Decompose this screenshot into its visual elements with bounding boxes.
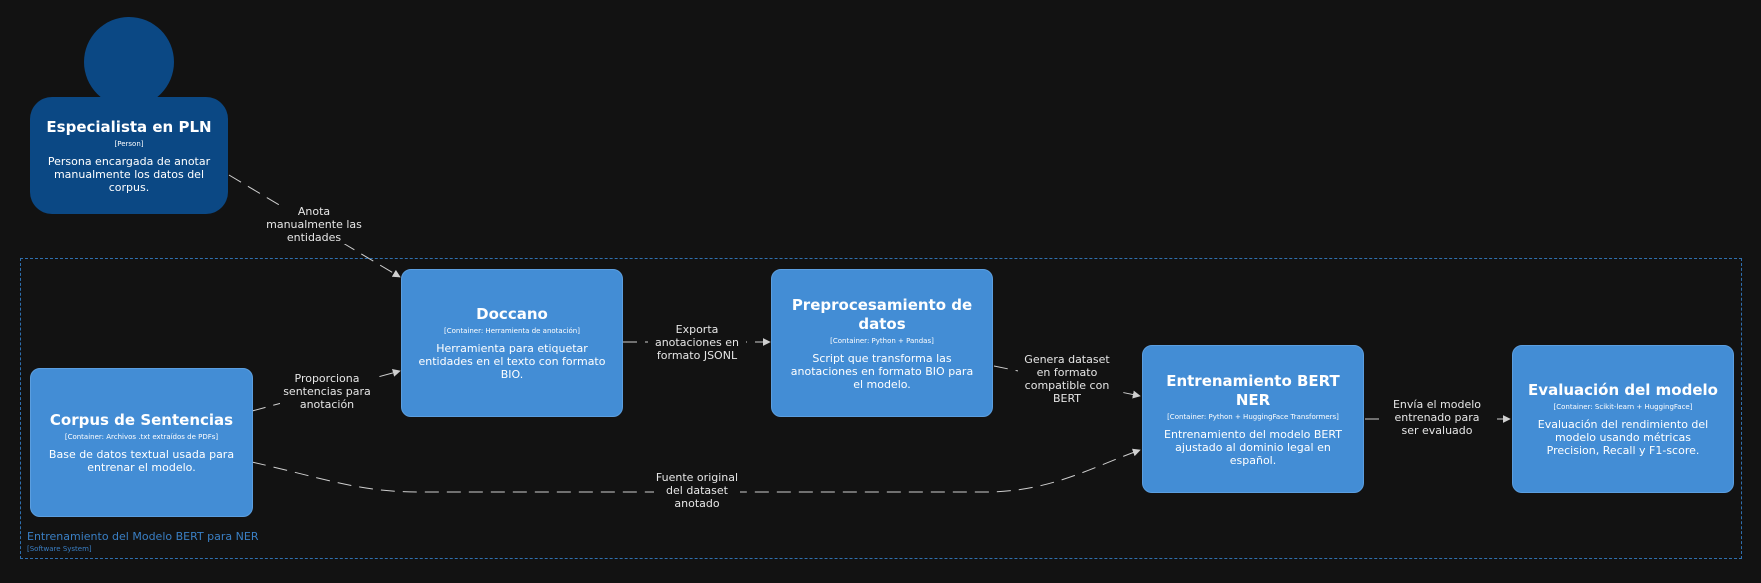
container-entrenamiento[interactable]: Entrenamiento BERT NER [Container: Pytho… [1142,345,1364,493]
container-type: [Container: Herramienta de anotación] [444,327,580,335]
person-type: [Person] [114,139,144,148]
boundary-type: [Software System] [27,545,92,553]
container-description: Base de datos textual usada para entrena… [48,448,235,474]
edge-label-send-model: Envía el modelo entrenado para ser evalu… [1385,398,1489,437]
edge-label-source: Fuente original del dataset anotado [654,471,740,510]
container-name: Entrenamiento BERT NER [1166,371,1340,409]
container-description: Herramienta para etiquetar entidades en … [418,342,606,381]
edge-label-dataset: Genera dataset en formato compatible con… [1018,353,1116,405]
boundary-title: Entrenamiento del Modelo BERT para NER [27,530,259,543]
container-type: [Container: Python + HuggingFace Transfo… [1167,412,1339,421]
container-doccano[interactable]: Doccano [Container: Herramienta de anota… [401,269,623,417]
person-name: Especialista en PLN [46,117,212,136]
container-type: [Container: Archivos .txt extraídos de P… [64,433,219,441]
container-type: [Container: Scikit-learn + HuggingFace] [1553,403,1693,411]
container-name: Doccano [476,305,548,323]
system-boundary [20,258,1742,559]
container-description: Script que transforma las anotaciones en… [790,351,974,391]
edge-label-provides: Proporciona sentencias para anotación [280,372,374,411]
container-type: [Container: Python + Pandas] [830,336,934,345]
container-name: Evaluación del modelo [1528,381,1718,399]
edge-label-export: Exporta anotaciones en formato JSONL [648,323,746,362]
container-corpus[interactable]: Corpus de Sentencias [Container: Archivo… [30,368,253,517]
container-description: Entrenamiento del modelo BERT ajustado a… [1164,427,1342,467]
container-name: Corpus de Sentencias [49,411,234,429]
person-especialista[interactable]: Especialista en PLN [Person] Persona enc… [30,97,228,214]
edge-source [251,448,1141,493]
container-name: Preprocesamiento de datos [791,295,973,333]
container-description: Evaluación del rendimiento del modelo us… [1537,418,1709,457]
container-preprocesamiento[interactable]: Preprocesamiento de datos [Container: Py… [771,269,993,417]
edge-label-annotate: Anota manualmente las entidades [262,205,366,244]
container-evaluacion[interactable]: Evaluación del modelo [Container: Scikit… [1512,345,1734,493]
person-head-icon [84,17,174,107]
person-description: Persona encargada de anotar manualmente … [47,154,211,194]
